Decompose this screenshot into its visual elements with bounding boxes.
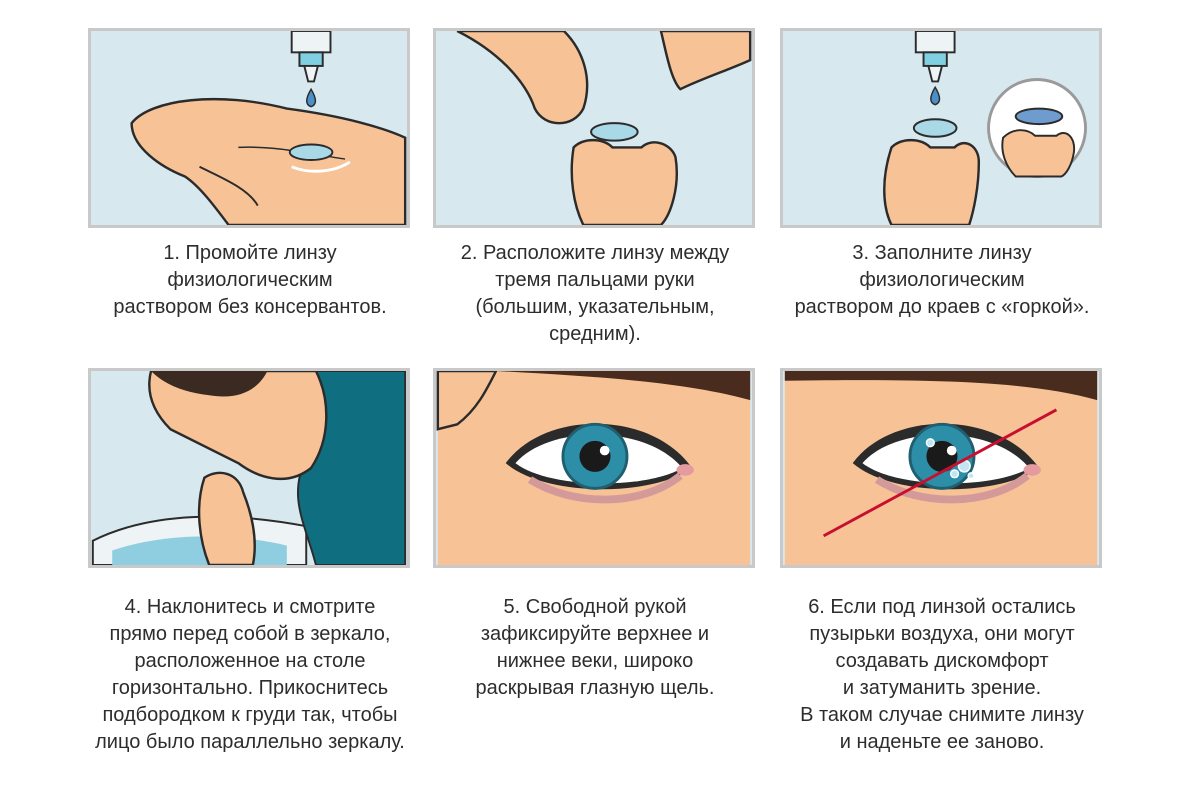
- step-1-caption: 1. Промойте линзу физиологическим раство…: [80, 240, 420, 321]
- caption-line: 3. Заполните линзу: [852, 242, 1032, 264]
- step-4-illustration: [88, 368, 410, 568]
- caption-line: раскрывая глазную щель.: [475, 677, 715, 699]
- step-6-caption: 6. Если под линзой остались пузырьки воз…: [772, 594, 1112, 756]
- step-5-caption: 5. Свободной рукой зафиксируйте верхнее …: [425, 594, 765, 702]
- caption-line: и наденьте ее заново.: [839, 731, 1045, 753]
- caption-line: 2. Расположите линзу между: [460, 242, 730, 264]
- caption-line: физиологическим: [859, 269, 1025, 291]
- caption-line: (большим, указательным,: [475, 296, 715, 318]
- caption-line: расположенное на столе: [134, 650, 366, 672]
- caption-line: 4. Наклонитесь и смотрите: [124, 596, 376, 618]
- step-3-caption: 3. Заполните линзу физиологическим раств…: [772, 240, 1112, 321]
- lens-fill-icon: [784, 31, 1098, 225]
- caption-line: В таком случае снимите линзу: [800, 704, 1084, 726]
- step-4-caption: 4. Наклонитесь и смотрите прямо перед со…: [80, 594, 420, 756]
- eye-bubbles-icon: [784, 371, 1098, 565]
- caption-line: зафиксируйте верхнее и: [480, 623, 710, 645]
- caption-line: нижнее веки, широко: [496, 650, 694, 672]
- caption-line: раствором без консервантов.: [113, 296, 387, 318]
- caption-line: физиологическим: [167, 269, 333, 291]
- caption-line: лицо было параллельно зеркалу.: [95, 731, 405, 753]
- caption-line: прямо перед собой в зеркало,: [109, 623, 391, 645]
- caption-line: 5. Свободной рукой: [503, 596, 687, 618]
- caption-line: и затуманить зрение.: [842, 677, 1042, 699]
- caption-line: средним).: [549, 323, 641, 345]
- step-6-illustration: [780, 368, 1102, 568]
- caption-line: 1. Промойте линзу: [163, 242, 337, 264]
- palm-rinse-icon: [92, 31, 407, 225]
- caption-line: пузырьки воздуха, они могут: [809, 623, 1075, 645]
- step-3-illustration: [780, 28, 1102, 228]
- step-1-illustration: [88, 28, 410, 228]
- step-2-caption: 2. Расположите линзу между тремя пальцам…: [425, 240, 765, 348]
- step-2-illustration: [433, 28, 755, 228]
- caption-line: тремя пальцами руки: [495, 269, 695, 291]
- eye-open-icon: [436, 371, 751, 565]
- caption-line: горизонтально. Прикоснитесь: [111, 677, 389, 699]
- caption-line: 6. Если под линзой остались: [808, 596, 1076, 618]
- step-5-illustration: [433, 368, 755, 568]
- caption-line: раствором до краев с «горкой».: [794, 296, 1090, 318]
- caption-line: подбородком к груди так, чтобы: [102, 704, 398, 726]
- tilt-head-icon: [91, 371, 407, 565]
- finger-hold-icon: [437, 31, 752, 225]
- caption-line: создавать дискомфорт: [835, 650, 1049, 672]
